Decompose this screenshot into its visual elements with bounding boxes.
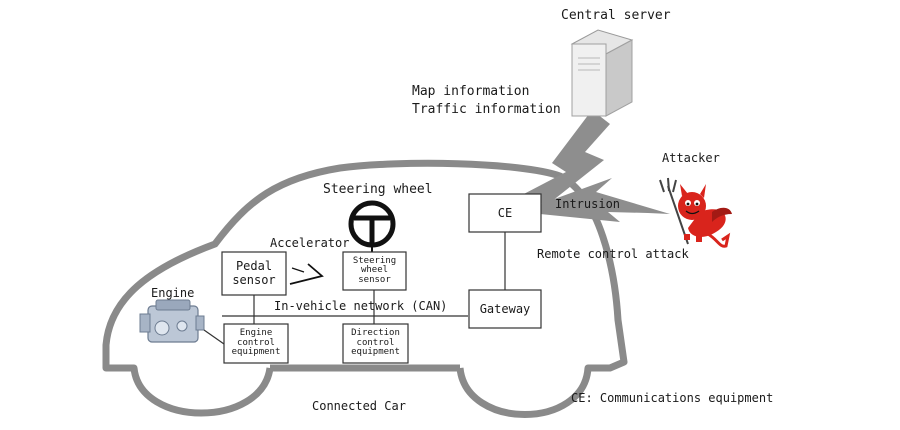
direction-control-line-2: control <box>356 337 395 348</box>
direction-control-line-3: equipment <box>351 347 400 358</box>
pedal-sensor-line-1: Pedal <box>235 258 273 273</box>
central-server-label: Central server <box>561 8 671 23</box>
ce-box-label: CE <box>497 206 513 220</box>
steering-wheel-sensor-line-3: sensor <box>358 274 391 285</box>
steering-wheel-sensor-box <box>342 251 407 291</box>
engine-label: Engine <box>151 286 195 300</box>
engine-control-box <box>223 323 289 364</box>
connected-car-label: Connected Car <box>312 399 406 413</box>
devil-attacker-icon <box>659 177 732 248</box>
ce-box <box>468 193 542 233</box>
steering-wheel-icon <box>348 200 396 248</box>
rear-wheel-arch <box>456 367 592 418</box>
engine-control-line-2: control <box>237 337 275 348</box>
traffic-information-label: Traffic information <box>412 102 561 117</box>
in-vehicle-network-label: In-vehicle network (CAN) <box>274 299 448 313</box>
intrusion-label: Intrusion <box>555 197 621 211</box>
engine-control-line-3: equipment <box>231 347 281 358</box>
direction-control-line-1: Direction <box>351 328 400 339</box>
engine-icon-link <box>203 329 225 345</box>
attacker-link-bolt <box>538 178 670 222</box>
steering-wheel-label: Steering wheel <box>323 182 433 197</box>
accelerator-pedal-icon <box>289 263 324 285</box>
direction-control-box <box>342 323 409 364</box>
car-outline <box>102 159 628 372</box>
engine-icon <box>139 299 205 343</box>
pedal-sensor-line-2: sensor <box>232 272 276 287</box>
steering-wheel-sensor-line-2: wheel <box>360 265 389 276</box>
remote-control-attack-label: Remote control attack <box>537 247 689 261</box>
attacker-label: Attacker <box>662 151 720 165</box>
map-information-label: Map information <box>412 84 530 99</box>
gateway-box-label: Gateway <box>479 302 531 316</box>
direction-control-label: Direction control equipment <box>343 324 408 363</box>
accelerator-label: Accelerator <box>270 236 350 250</box>
pedal-sensor-label: Pedal sensor <box>222 252 286 295</box>
ce-legend-label: CE: Communications equipment <box>571 391 774 405</box>
engine-control-line-1: Engine <box>239 328 273 339</box>
steering-wheel-sensor-label: Steering wheel sensor <box>343 252 406 290</box>
engine-control-label: Engine control equipment <box>224 324 288 363</box>
pedal-sensor-box <box>221 251 287 296</box>
server-link-bolt <box>520 110 610 213</box>
gateway-box <box>468 289 542 329</box>
front-wheel-arch <box>130 367 274 417</box>
steering-wheel-sensor-line-1: Steering <box>352 255 397 266</box>
server-icon <box>570 29 634 117</box>
